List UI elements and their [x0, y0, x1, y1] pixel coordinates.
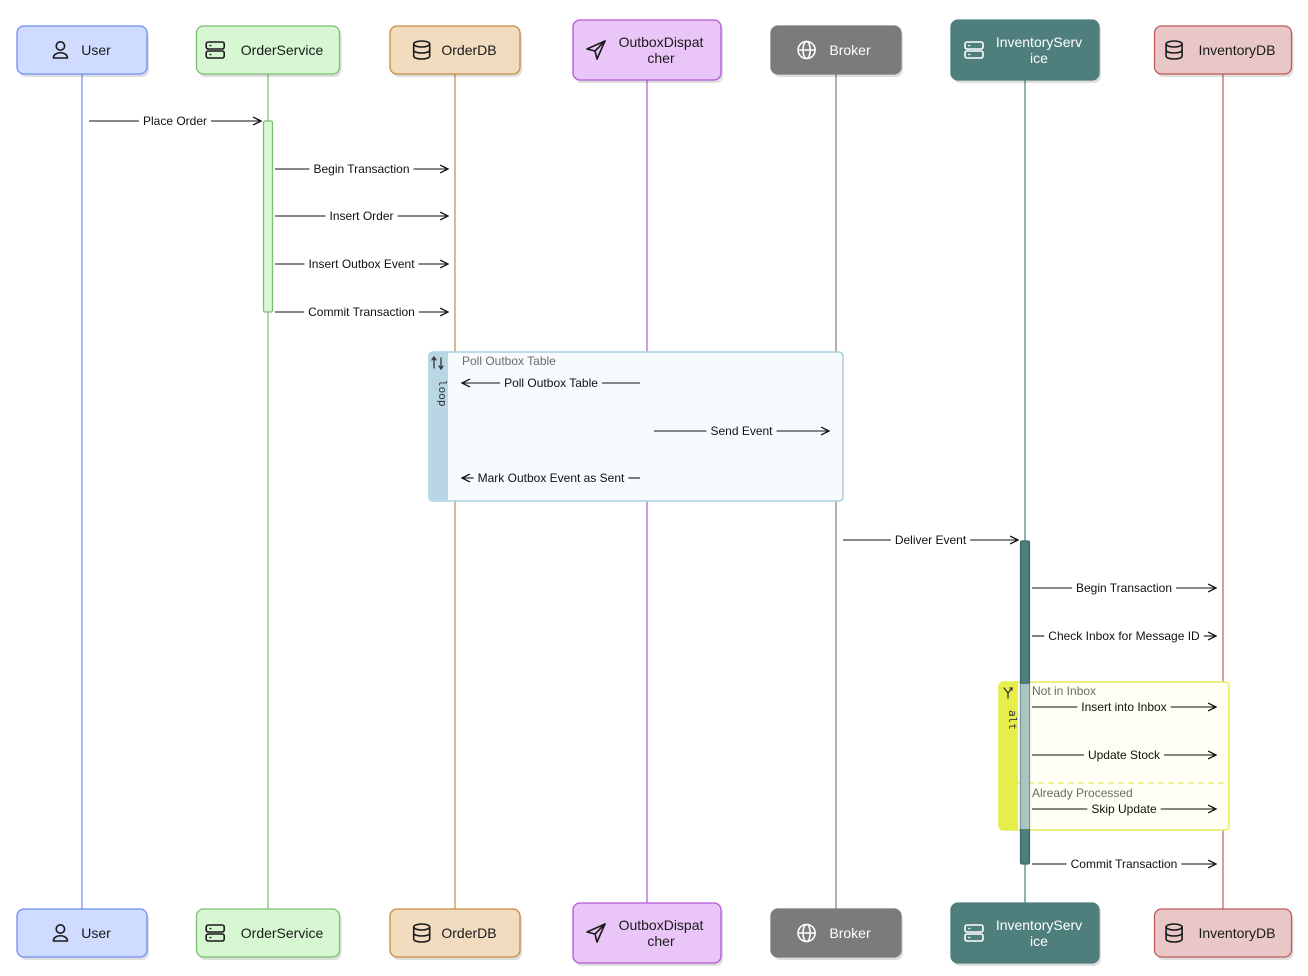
loop-condition: Poll Outbox Table	[462, 354, 556, 368]
frames: loop Poll Outbox Table alt Not in InboxAlre…	[428, 351, 1230, 831]
loop-arrows-icon	[431, 355, 444, 371]
message-label: Poll Outbox Table	[504, 376, 598, 390]
message-label: Commit Transaction	[308, 305, 415, 319]
activation-inventory-alt-overlay	[1020, 684, 1030, 829]
participant-label: InventoryDB	[1198, 42, 1275, 58]
participant-order-bottom[interactable]: OrderService	[195, 908, 342, 960]
message-5: Commit Transaction	[275, 305, 448, 319]
message-12: Insert into Inbox	[1032, 700, 1216, 714]
branch-icon	[1003, 687, 1013, 699]
message-7: Send Event	[654, 424, 829, 438]
participant-user-top[interactable]: User	[16, 25, 149, 77]
loop-frame: loop Poll Outbox Table	[428, 351, 844, 502]
participant-inventorydb-bottom[interactable]: InventoryDB	[1153, 908, 1294, 960]
message-label: Place Order	[143, 114, 207, 128]
database-icon	[412, 923, 431, 943]
message-3: Insert Order	[275, 209, 448, 223]
participant-label: Broker	[829, 42, 871, 58]
message-11: Check Inbox for Message ID	[1032, 629, 1216, 643]
participant-broker-bottom[interactable]: Broker	[770, 908, 903, 960]
participant-label: OrderService	[241, 42, 324, 58]
message-label: Update Stock	[1088, 748, 1161, 762]
alt-else-condition: Already Processed	[1032, 786, 1133, 800]
message-label: Commit Transaction	[1071, 857, 1178, 871]
participant-label: OrderDB	[441, 42, 496, 58]
message-8: Mark Outbox Event as Sent	[462, 471, 640, 485]
message-9: Deliver Event	[843, 533, 1018, 547]
alt-condition: Not in Inbox	[1032, 684, 1096, 698]
server-icon	[964, 924, 984, 942]
message-2: Begin Transaction	[275, 162, 448, 176]
loop-label: loop	[436, 380, 449, 407]
message-label: Insert Order	[329, 209, 393, 223]
alt-label: alt	[1006, 710, 1019, 730]
participant-user-bottom[interactable]: User	[16, 908, 149, 960]
send-icon	[586, 923, 606, 943]
database-icon	[1165, 40, 1183, 60]
message-10: Begin Transaction	[1032, 581, 1216, 595]
message-4: Insert Outbox Event	[275, 257, 448, 271]
server-icon	[205, 41, 225, 59]
message-label: Skip Update	[1091, 802, 1157, 816]
message-label: Insert Outbox Event	[308, 257, 415, 271]
participant-label: User	[81, 42, 111, 58]
participant-label: Broker	[829, 925, 871, 941]
database-icon	[1165, 923, 1183, 943]
participant-order-top[interactable]: OrderService	[195, 25, 342, 77]
message-label: Mark Outbox Event as Sent	[478, 471, 625, 485]
message-6: Poll Outbox Table	[462, 376, 640, 390]
message-label: Begin Transaction	[313, 162, 409, 176]
participant-label: InventoryDB	[1198, 925, 1275, 941]
message-14: Skip Update	[1032, 802, 1216, 816]
activations	[262, 120, 1031, 865]
message-13: Update Stock	[1032, 748, 1216, 762]
participant-orderdb-bottom[interactable]: OrderDB	[389, 908, 522, 960]
globe-icon	[797, 923, 816, 943]
activation-order	[262, 120, 274, 313]
user-icon	[52, 40, 69, 59]
server-icon	[964, 41, 984, 59]
participant-inventorydb-top[interactable]: InventoryDB	[1153, 25, 1294, 77]
participant-broker-top[interactable]: Broker	[770, 25, 903, 77]
participant-label: OrderService	[241, 925, 324, 941]
participant-orderdb-top[interactable]: OrderDB	[389, 25, 522, 77]
message-label: Insert into Inbox	[1081, 700, 1166, 714]
message-15: Commit Transaction	[1032, 857, 1216, 871]
globe-icon	[797, 40, 816, 60]
message-label: Send Event	[710, 424, 773, 438]
user-icon	[52, 923, 69, 942]
message-label: Begin Transaction	[1076, 581, 1172, 595]
participant-label: OrderDB	[441, 925, 496, 941]
message-1: Place Order	[89, 114, 261, 128]
participant-label: User	[81, 925, 111, 941]
message-label: Check Inbox for Message ID	[1048, 629, 1200, 643]
message-label: Deliver Event	[895, 533, 967, 547]
server-icon	[205, 924, 225, 942]
send-icon	[586, 40, 606, 60]
database-icon	[412, 40, 431, 60]
